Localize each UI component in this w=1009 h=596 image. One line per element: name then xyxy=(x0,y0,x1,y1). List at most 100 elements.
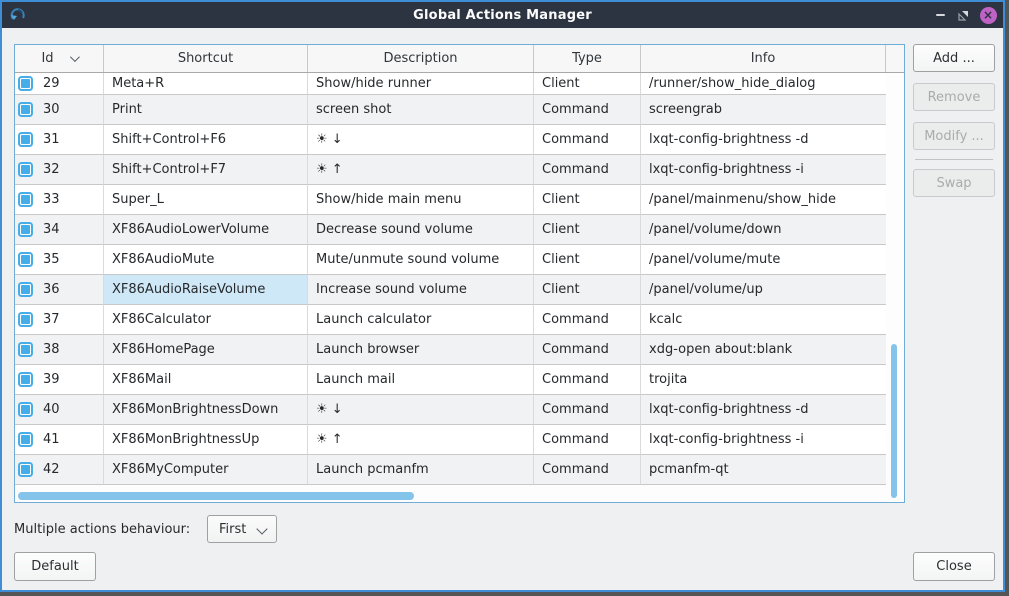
cell-desc[interactable]: ☀ ↑ xyxy=(308,155,534,185)
cell-info[interactable]: /panel/mainmenu/show_hide xyxy=(641,185,886,215)
table-row[interactable]: 33 Super_L Show/hide main menu Client /p… xyxy=(15,185,886,215)
table-row[interactable]: 37 XF86Calculator Launch calculator Comm… xyxy=(15,305,886,335)
table-row[interactable]: 42 XF86MyComputer Launch pcmanfm Command… xyxy=(15,455,886,485)
cell-desc[interactable]: Launch browser xyxy=(308,335,534,365)
cell-shortcut[interactable]: Shift+Control+F6 xyxy=(104,125,308,155)
table-row[interactable]: 41 XF86MonBrightnessUp ☀ ↑ Command lxqt-… xyxy=(15,425,886,455)
cell-info[interactable]: kcalc xyxy=(641,305,886,335)
table-row[interactable]: 38 XF86HomePage Launch browser Command x… xyxy=(15,335,886,365)
table-row[interactable]: 36 XF86AudioRaiseVolume Increase sound v… xyxy=(15,275,886,305)
table-row[interactable]: 31 Shift+Control+F6 ☀ ↓ Command lxqt-con… xyxy=(15,125,886,155)
cell-type[interactable]: Command xyxy=(534,305,641,335)
cell-info[interactable]: /panel/volume/up xyxy=(641,275,886,305)
cell-type[interactable]: Client xyxy=(534,73,641,95)
table-row[interactable]: 34 XF86AudioLowerVolume Decrease sound v… xyxy=(15,215,886,245)
cell-type[interactable]: Command xyxy=(534,455,641,485)
close-button[interactable]: Close xyxy=(913,552,995,581)
cell-id[interactable]: 35 xyxy=(15,245,104,275)
cell-info[interactable]: lxqt-config-brightness -i xyxy=(641,425,886,455)
cell-shortcut[interactable]: XF86MonBrightnessUp xyxy=(104,425,308,455)
cell-type[interactable]: Command xyxy=(534,425,641,455)
cell-id[interactable]: 34 xyxy=(15,215,104,245)
row-checkbox[interactable] xyxy=(18,76,33,91)
cell-type[interactable]: Command xyxy=(534,155,641,185)
default-button[interactable]: Default xyxy=(14,552,96,581)
cell-info[interactable]: screengrab xyxy=(641,95,886,125)
cell-id[interactable]: 30 xyxy=(15,95,104,125)
column-header-type[interactable]: Type xyxy=(534,45,641,72)
cell-type[interactable]: Command xyxy=(534,95,641,125)
cell-id[interactable]: 36 xyxy=(15,275,104,305)
column-header-info[interactable]: Info xyxy=(641,45,886,72)
cell-info[interactable]: lxqt-config-brightness -d xyxy=(641,125,886,155)
cell-shortcut[interactable]: XF86MyComputer xyxy=(104,455,308,485)
cell-info[interactable]: /panel/volume/mute xyxy=(641,245,886,275)
cell-id[interactable]: 38 xyxy=(15,335,104,365)
cell-type[interactable]: Client xyxy=(534,245,641,275)
cell-type[interactable]: Command xyxy=(534,365,641,395)
row-checkbox[interactable] xyxy=(18,162,33,177)
cell-shortcut[interactable]: XF86HomePage xyxy=(104,335,308,365)
cell-info[interactable]: trojita xyxy=(641,365,886,395)
cell-desc[interactable]: Launch calculator xyxy=(308,305,534,335)
vertical-scrollbar-thumb[interactable] xyxy=(891,344,897,498)
minimize-button[interactable] xyxy=(929,2,951,28)
table-row[interactable]: 40 XF86MonBrightnessDown ☀ ↓ Command lxq… xyxy=(15,395,886,425)
row-checkbox[interactable] xyxy=(18,342,33,357)
cell-shortcut[interactable]: XF86MonBrightnessDown xyxy=(104,395,308,425)
row-checkbox[interactable] xyxy=(18,462,33,477)
cell-shortcut[interactable]: XF86AudioRaiseVolume xyxy=(104,275,308,305)
row-checkbox[interactable] xyxy=(18,252,33,267)
row-checkbox[interactable] xyxy=(18,282,33,297)
cell-info[interactable]: /runner/show_hide_dialog xyxy=(641,73,886,95)
row-checkbox[interactable] xyxy=(18,432,33,447)
cell-type[interactable]: Command xyxy=(534,395,641,425)
column-header-id[interactable]: Id xyxy=(15,45,104,72)
titlebar[interactable]: Global Actions Manager × xyxy=(2,2,1003,28)
row-checkbox[interactable] xyxy=(18,132,33,147)
cell-info[interactable]: pcmanfm-qt xyxy=(641,455,886,485)
cell-desc[interactable]: Decrease sound volume xyxy=(308,215,534,245)
cell-shortcut[interactable]: Print xyxy=(104,95,308,125)
cell-shortcut[interactable]: Meta+R xyxy=(104,73,308,95)
cell-desc[interactable]: Increase sound volume xyxy=(308,275,534,305)
cell-type[interactable]: Client xyxy=(534,215,641,245)
cell-type[interactable]: Command xyxy=(534,335,641,365)
column-header-shortcut[interactable]: Shortcut xyxy=(104,45,308,72)
cell-desc[interactable]: ☀ ↓ xyxy=(308,395,534,425)
cell-id[interactable]: 31 xyxy=(15,125,104,155)
table-row[interactable]: 30 Print screen shot Command screengrab xyxy=(15,95,886,125)
cell-desc[interactable]: Show/hide runner xyxy=(308,73,534,95)
table-row[interactable]: 29 Meta+R Show/hide runner Client /runne… xyxy=(15,73,886,95)
cell-shortcut[interactable]: Shift+Control+F7 xyxy=(104,155,308,185)
close-window-button[interactable]: × xyxy=(977,2,999,28)
cell-desc[interactable]: ☀ ↓ xyxy=(308,125,534,155)
horizontal-scrollbar-thumb[interactable] xyxy=(18,492,414,500)
cell-desc[interactable]: Launch mail xyxy=(308,365,534,395)
cell-shortcut[interactable]: Super_L xyxy=(104,185,308,215)
cell-shortcut[interactable]: XF86Calculator xyxy=(104,305,308,335)
restore-button[interactable] xyxy=(952,2,974,28)
row-checkbox[interactable] xyxy=(18,312,33,327)
row-checkbox[interactable] xyxy=(18,372,33,387)
cell-desc[interactable]: Mute/unmute sound volume xyxy=(308,245,534,275)
cell-type[interactable]: Client xyxy=(534,185,641,215)
row-checkbox[interactable] xyxy=(18,402,33,417)
cell-shortcut[interactable]: XF86AudioMute xyxy=(104,245,308,275)
behaviour-combobox[interactable]: First xyxy=(207,515,277,543)
add-button[interactable]: Add ... xyxy=(913,44,995,72)
cell-id[interactable]: 42 xyxy=(15,455,104,485)
cell-id[interactable]: 33 xyxy=(15,185,104,215)
cell-info[interactable]: lxqt-config-brightness -d xyxy=(641,395,886,425)
cell-desc[interactable]: Launch pcmanfm xyxy=(308,455,534,485)
cell-desc[interactable]: Show/hide main menu xyxy=(308,185,534,215)
cell-id[interactable]: 39 xyxy=(15,365,104,395)
cell-info[interactable]: xdg-open about:blank xyxy=(641,335,886,365)
table-row[interactable]: 32 Shift+Control+F7 ☀ ↑ Command lxqt-con… xyxy=(15,155,886,185)
cell-info[interactable]: /panel/volume/down xyxy=(641,215,886,245)
cell-info[interactable]: lxqt-config-brightness -i xyxy=(641,155,886,185)
row-checkbox[interactable] xyxy=(18,102,33,117)
cell-type[interactable]: Command xyxy=(534,125,641,155)
row-checkbox[interactable] xyxy=(18,192,33,207)
cell-desc[interactable]: ☀ ↑ xyxy=(308,425,534,455)
